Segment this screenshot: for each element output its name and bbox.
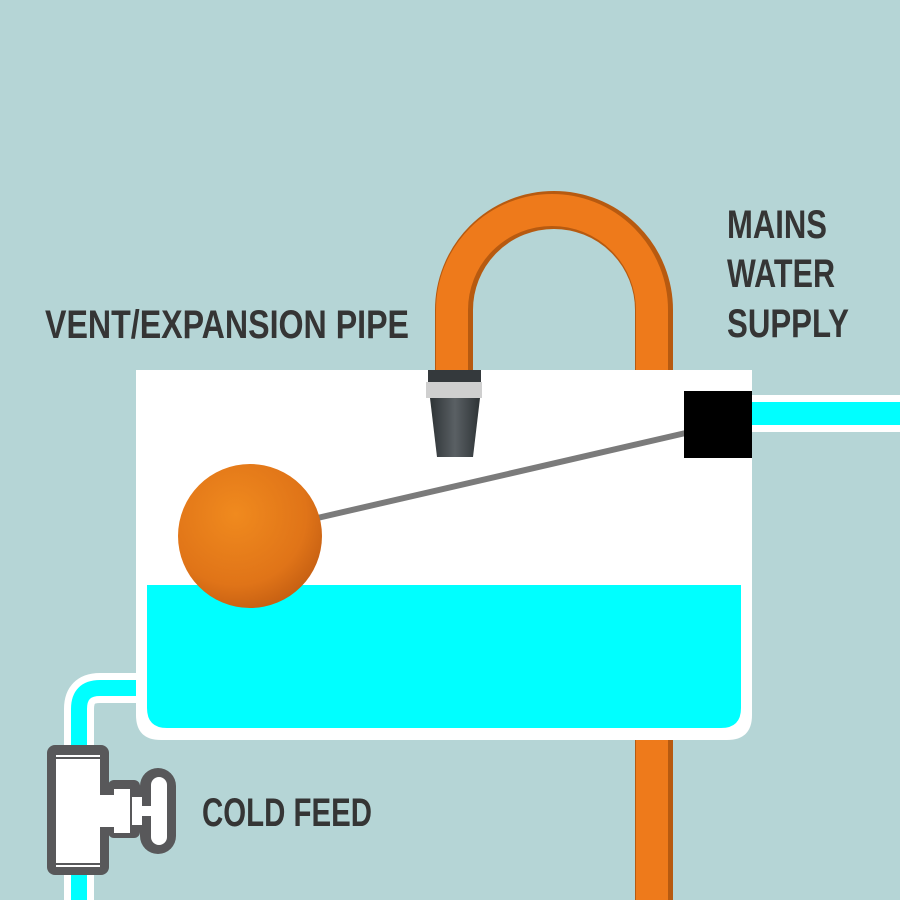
water: [147, 585, 741, 728]
label-mains-line2: WATER: [727, 252, 835, 296]
vent-nozzle: [426, 370, 482, 457]
mains-water-pipe: [740, 395, 900, 432]
float-ball: [178, 464, 322, 608]
cold-feed-pipe: [64, 673, 150, 900]
label-mains-line1: MAINS: [727, 203, 827, 247]
label-cold-feed: COLD FEED: [202, 791, 372, 835]
float-arm: [299, 429, 691, 525]
label-vent-expansion-pipe: VENT/EXPANSION PIPE: [45, 303, 409, 347]
gate-valve-icon: [47, 745, 176, 875]
vent-expansion-pipe: [435, 191, 673, 900]
float-valve: [684, 391, 752, 458]
label-mains-line3: SUPPLY: [727, 302, 849, 346]
